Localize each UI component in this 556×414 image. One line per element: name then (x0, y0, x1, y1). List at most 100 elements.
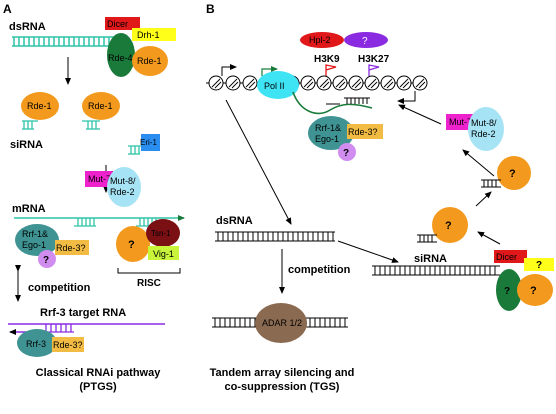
q-orange-risc-label: ? (128, 239, 135, 251)
arrow-lower-to-upper (475, 191, 492, 207)
mut8-label-b-1: Mut-8/ (471, 118, 497, 128)
caption-b-1: Tandem array silencing and (210, 367, 355, 379)
sirna-label-b: siRNA (414, 253, 447, 265)
dsrna-duplex-b (215, 231, 335, 242)
adar-label: ADAR 1/2 (262, 318, 302, 328)
mut8-label-b-2: Rde-2 (471, 129, 496, 139)
rde3-label-a: Rde-3? (56, 243, 86, 253)
h3k27-label: H3K27 (358, 54, 390, 65)
dsrna-duplex-right (372, 265, 500, 276)
risc-bracket (117, 268, 181, 274)
hpl2-blob (300, 32, 344, 48)
arrow-mut-to-rrf (398, 104, 442, 125)
q-yellow-label: ? (536, 260, 542, 271)
rrf1-label-a-2: Ego-1 (22, 240, 46, 250)
q-orange-risc (116, 226, 150, 262)
dsrna-duplex-a (12, 36, 115, 47)
adar-blob (255, 303, 307, 343)
eri1-box (141, 134, 160, 151)
dsrna-label-a: dsRNA (9, 21, 46, 33)
promoter-arrow-green (261, 66, 278, 76)
mut8-label-a-1: Mut-8/ (110, 176, 136, 186)
tsn1-blob (146, 219, 180, 247)
q-green-blob (496, 269, 522, 311)
rde3-box-panelb (347, 124, 383, 139)
dicer-label-a: Dicer (107, 19, 128, 29)
polII-blob (257, 71, 299, 99)
sirna-stub-left (22, 120, 38, 130)
rde1-right-blob (82, 92, 120, 120)
eri1-label: Eri-1 (140, 138, 157, 147)
rde1-complex-label: Rde-1 (137, 56, 162, 66)
q-purple-top (344, 32, 388, 48)
q-lavender-a (38, 250, 56, 268)
competition-label-b: competition (288, 264, 351, 276)
rrf1-blob-a (15, 224, 59, 256)
q-orange-dicer-label: ? (530, 285, 537, 297)
vig1-label: Vig-1 (153, 249, 174, 259)
promoter-arrow-left (221, 64, 237, 76)
nascent-sirna-pairs (326, 97, 370, 105)
q-orange-dicer (517, 274, 553, 306)
polII-label: Pol II (264, 81, 285, 91)
rde1-right-label: Rde-1 (88, 101, 113, 111)
mut7-label-b: Mut-7 (449, 117, 472, 127)
q-orange-upper (497, 156, 531, 190)
rrf3-blob (17, 329, 57, 357)
risc-label: RISC (137, 278, 161, 289)
caption-a-2: (PTGS) (79, 381, 117, 393)
rrf1-label-a-1: Rrf-1& (22, 229, 48, 239)
dicer-box-a (105, 17, 140, 30)
rde4-blob (107, 33, 135, 77)
rde3-label-panelb: Rde-3? (348, 127, 378, 137)
panel-b-letter: B (206, 2, 215, 16)
sirna-stub-lower (417, 234, 437, 243)
mut7-box-a (85, 171, 113, 187)
rrf1-label-b-2: Ego-1 (315, 134, 339, 144)
q-orange-lower-label: ? (445, 220, 452, 232)
arrow-chromatin-to-dsrna (225, 99, 292, 225)
rrf3-label: Rrf-3 (26, 339, 46, 349)
arrow-dsrna-to-dicer (337, 240, 399, 263)
caption-a-1: Classical RNAi pathway (36, 367, 162, 379)
dicer-box-b (494, 250, 527, 263)
mut7-label-a: Mut-7 (88, 174, 111, 184)
drh1-box (132, 28, 176, 41)
sirna-stub-right (82, 120, 100, 130)
rrf1-blob-b (308, 116, 354, 150)
mut8-label-a-2: Rde-2 (110, 187, 135, 197)
h3k9-label: H3K9 (314, 54, 340, 65)
mut7-box-b (446, 114, 474, 130)
rde1-left-label: Rde-1 (27, 101, 52, 111)
sirna-stub-upper (481, 179, 501, 188)
rde3-box-b (52, 337, 84, 352)
dicer-label-b: Dicer (496, 252, 517, 262)
q-orange-lower (432, 207, 468, 243)
rrf1-label-b-1: Rrf-1& (315, 123, 341, 133)
rde1-complex-blob (132, 46, 168, 76)
q-lavender-a-label: ? (43, 255, 49, 266)
arrow-q-to-mut (462, 149, 495, 177)
drh1-label: Drh-1 (137, 30, 160, 40)
mrna-label-a: mRNA (12, 203, 46, 215)
h3k27-flag (368, 64, 380, 76)
promoter-arrow-right (397, 91, 416, 104)
h3k9-flag (325, 64, 337, 76)
arrow-dicer-to-sirna (477, 231, 501, 245)
q-green-label: ? (504, 286, 510, 297)
nascent-transcript (292, 91, 373, 115)
vig1-box (148, 246, 179, 260)
mut8-blob-a (107, 167, 141, 207)
rde3-box-a (55, 240, 89, 255)
hpl2-label: Hpl-2 (309, 35, 331, 45)
rde4-label: Rde-4 (108, 53, 133, 63)
competition-label-a: competition (28, 282, 91, 294)
q-lavender-b (338, 143, 356, 161)
rrf3-target-label: Rrf-3 target RNA (40, 307, 126, 319)
rde3-label-b: Rde-3? (53, 340, 83, 350)
nucleosome-hatch (211, 78, 426, 89)
dsrna-label-b: dsRNA (216, 215, 253, 227)
q-yellow-box (524, 258, 554, 271)
panel-a-letter: A (3, 2, 12, 16)
